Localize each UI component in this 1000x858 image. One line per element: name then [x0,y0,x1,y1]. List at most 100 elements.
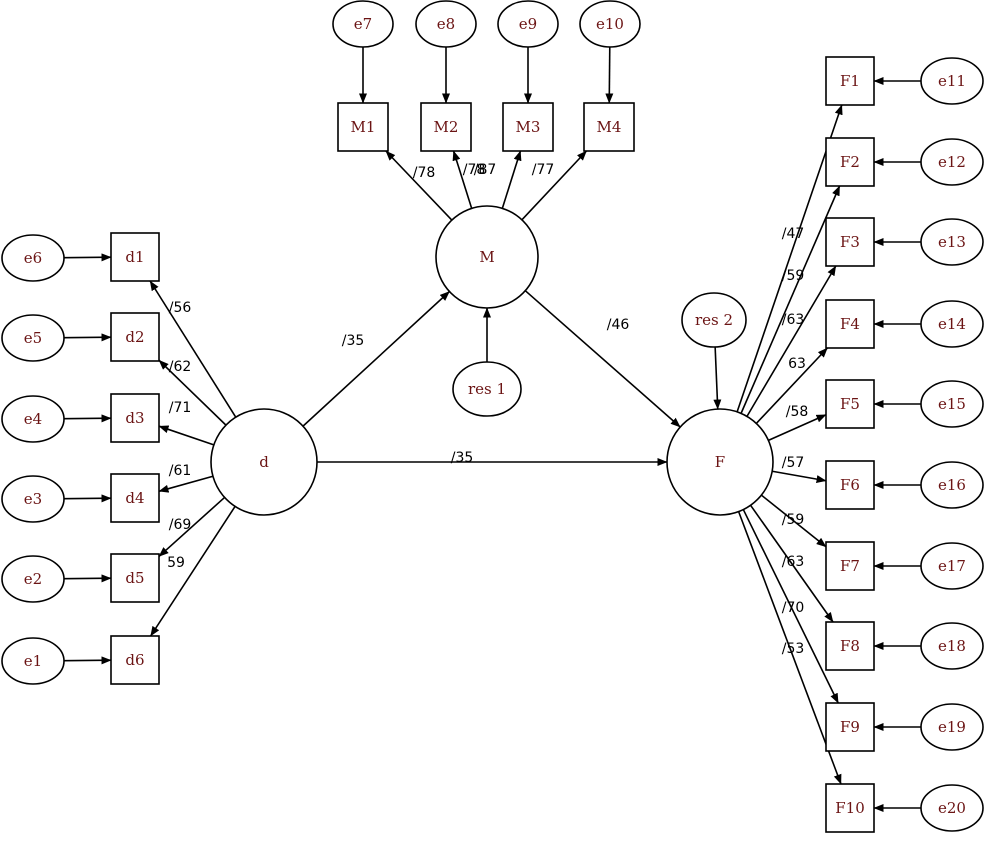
error-node-e11: e11 [920,57,984,105]
error-node-e16: e16 [920,461,984,509]
error-node-shape [920,622,984,670]
error-node-label: e7 [354,15,372,33]
error-node-shape [452,361,522,417]
error-node-shape [1,314,65,362]
error-node-e2: e2 [1,555,65,603]
error-node-label: e4 [24,410,42,428]
latent-node-shape [666,408,774,516]
latent-node-shape [435,205,539,309]
indicator-node-shape [502,102,554,152]
indicator-node-label: F10 [835,799,865,817]
indicator-node-label: M4 [597,118,622,136]
indicator-node-f6: F6 [825,460,875,510]
coefficient-label: 59 [167,555,185,571]
path-arrow-d-m [302,290,450,427]
indicator-node-shape [110,232,160,282]
indicator-node-label: d1 [125,248,144,266]
error-node-res2: res 2 [681,292,747,348]
error-node-shape [332,0,394,48]
latent-node-f: F [666,408,774,516]
indicator-node-f2: F2 [825,137,875,187]
path-arrow-f-f2 [740,185,841,414]
indicator-node-shape [825,460,875,510]
coefficient-label: /58 [786,404,809,420]
indicator-node-label: F5 [840,395,860,413]
error-node-label: e16 [938,476,966,494]
error-arrow-res2-f [713,346,722,410]
indicator-node-label: d3 [125,409,144,427]
path-arrow-f-f8 [749,504,834,623]
error-node-label: e15 [938,395,966,413]
indicator-node-d5: d5 [110,553,160,603]
error-node-e1: e1 [1,637,65,685]
error-node-label: e3 [24,490,42,508]
latent-node-label: M [479,248,494,266]
indicator-node-f8: F8 [825,621,875,671]
indicator-node-label: F7 [840,557,860,575]
error-node-shape [920,138,984,186]
error-node-shape [920,703,984,751]
indicator-node-d6: d6 [110,635,160,685]
indicator-node-shape [825,621,875,671]
error-node-e19: e19 [920,703,984,751]
error-node-e14: e14 [920,300,984,348]
indicator-node-label: M3 [516,118,541,136]
coefficient-label: /35 [342,333,365,349]
indicator-node-label: F9 [840,718,860,736]
error-node-label: e14 [938,315,966,333]
indicator-node-shape [420,102,472,152]
indicator-node-f7: F7 [825,541,875,591]
path-arrow-m-m4 [521,150,588,221]
indicator-node-label: M1 [351,118,376,136]
latent-node-m: M [435,205,539,309]
path-arrow-m-m1 [385,150,453,221]
error-node-label: res 1 [468,380,506,398]
indicator-node-m1: M1 [337,102,389,152]
path-arrow-f-f6 [772,470,827,484]
error-node-shape [681,292,747,348]
indicator-node-shape [825,541,875,591]
error-node-label: e6 [24,249,42,267]
coefficient-label: /77 [532,162,555,178]
indicator-node-label: d4 [125,489,144,507]
indicator-node-label: d5 [125,569,144,587]
indicator-node-f9: F9 [825,702,875,752]
indicator-node-shape [110,393,160,443]
indicator-node-label: d6 [125,651,144,669]
latent-node-label: d [259,453,269,471]
indicator-node-shape [825,702,875,752]
error-node-shape [579,0,641,48]
error-node-e6: e6 [1,234,65,282]
coefficient-label: /47 [782,226,805,242]
indicator-node-shape [825,783,875,833]
coefficient-label: /59 [782,512,805,528]
indicator-node-f4: F4 [825,299,875,349]
indicator-node-label: F2 [840,153,860,171]
coefficient-label: /78 [463,162,486,178]
path-arrows [63,46,921,812]
error-node-e15: e15 [920,380,984,428]
path-arrow-f-f10 [737,511,842,785]
coefficient-label: /87 [474,162,497,178]
error-node-e12: e12 [920,138,984,186]
error-node-label: e20 [938,799,966,817]
indicator-node-m2: M2 [420,102,472,152]
indicator-node-m3: M3 [502,102,554,152]
coefficient-label: /63 [782,554,805,570]
error-node-shape [1,234,65,282]
error-node-label: e1 [24,652,42,670]
error-node-shape [920,300,984,348]
indicator-node-m4: M4 [583,102,635,152]
path-arrow-f-f5 [768,413,827,442]
indicator-node-shape [825,56,875,106]
error-node-label: e10 [596,15,624,33]
error-node-label: e13 [938,233,966,251]
path-arrow-d-d4 [158,475,214,493]
indicator-node-shape [110,312,160,362]
path-arrow-d-d2 [158,359,227,426]
indicator-node-label: d2 [125,328,144,346]
indicator-node-f10: F10 [825,783,875,833]
coefficient-label: 63 [788,356,806,372]
